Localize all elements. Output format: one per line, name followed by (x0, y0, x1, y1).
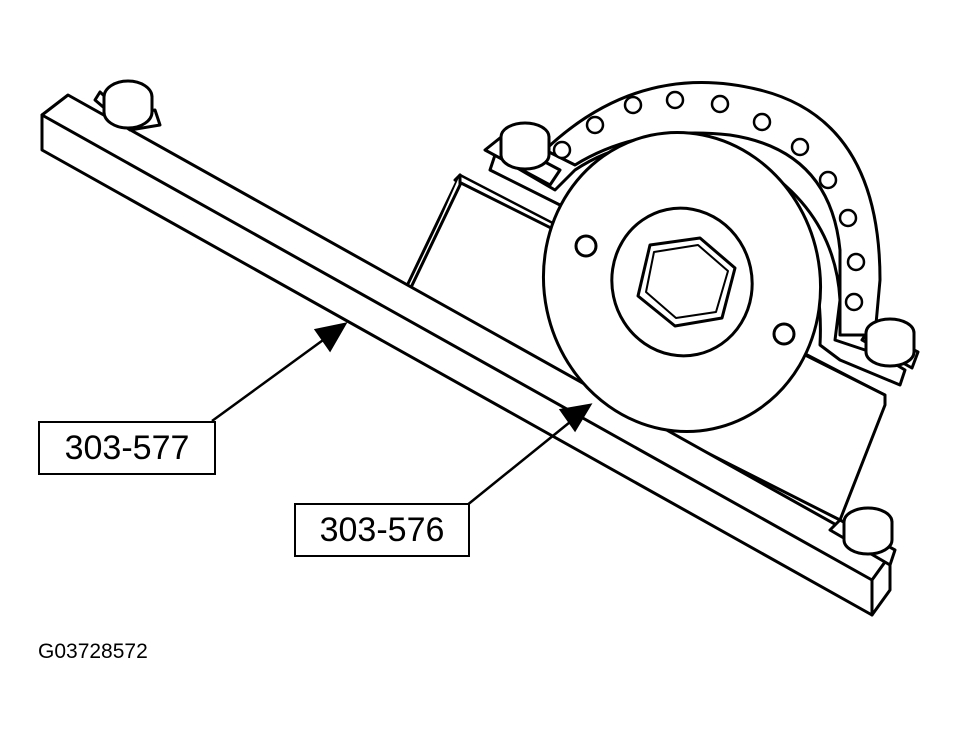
gear-hub (541, 130, 823, 434)
bolt-right-icon (860, 317, 920, 370)
callout-303-577: 303-577 (38, 421, 216, 475)
callout-leaders (211, 322, 593, 507)
bolt-top-left-icon (93, 79, 162, 132)
figure-id: G03728572 (38, 640, 148, 663)
bolt-bottom-right-icon (828, 506, 897, 567)
callout-303-576: 303-576 (294, 503, 470, 557)
leader-line-303-577 (211, 333, 331, 423)
leader-line-303-576 (465, 417, 576, 507)
arrowhead-303-577-icon (313, 322, 348, 353)
arrowhead-303-576-icon (558, 403, 593, 433)
bolt-top-middle-icon (483, 121, 562, 187)
base-plate (40, 93, 892, 617)
